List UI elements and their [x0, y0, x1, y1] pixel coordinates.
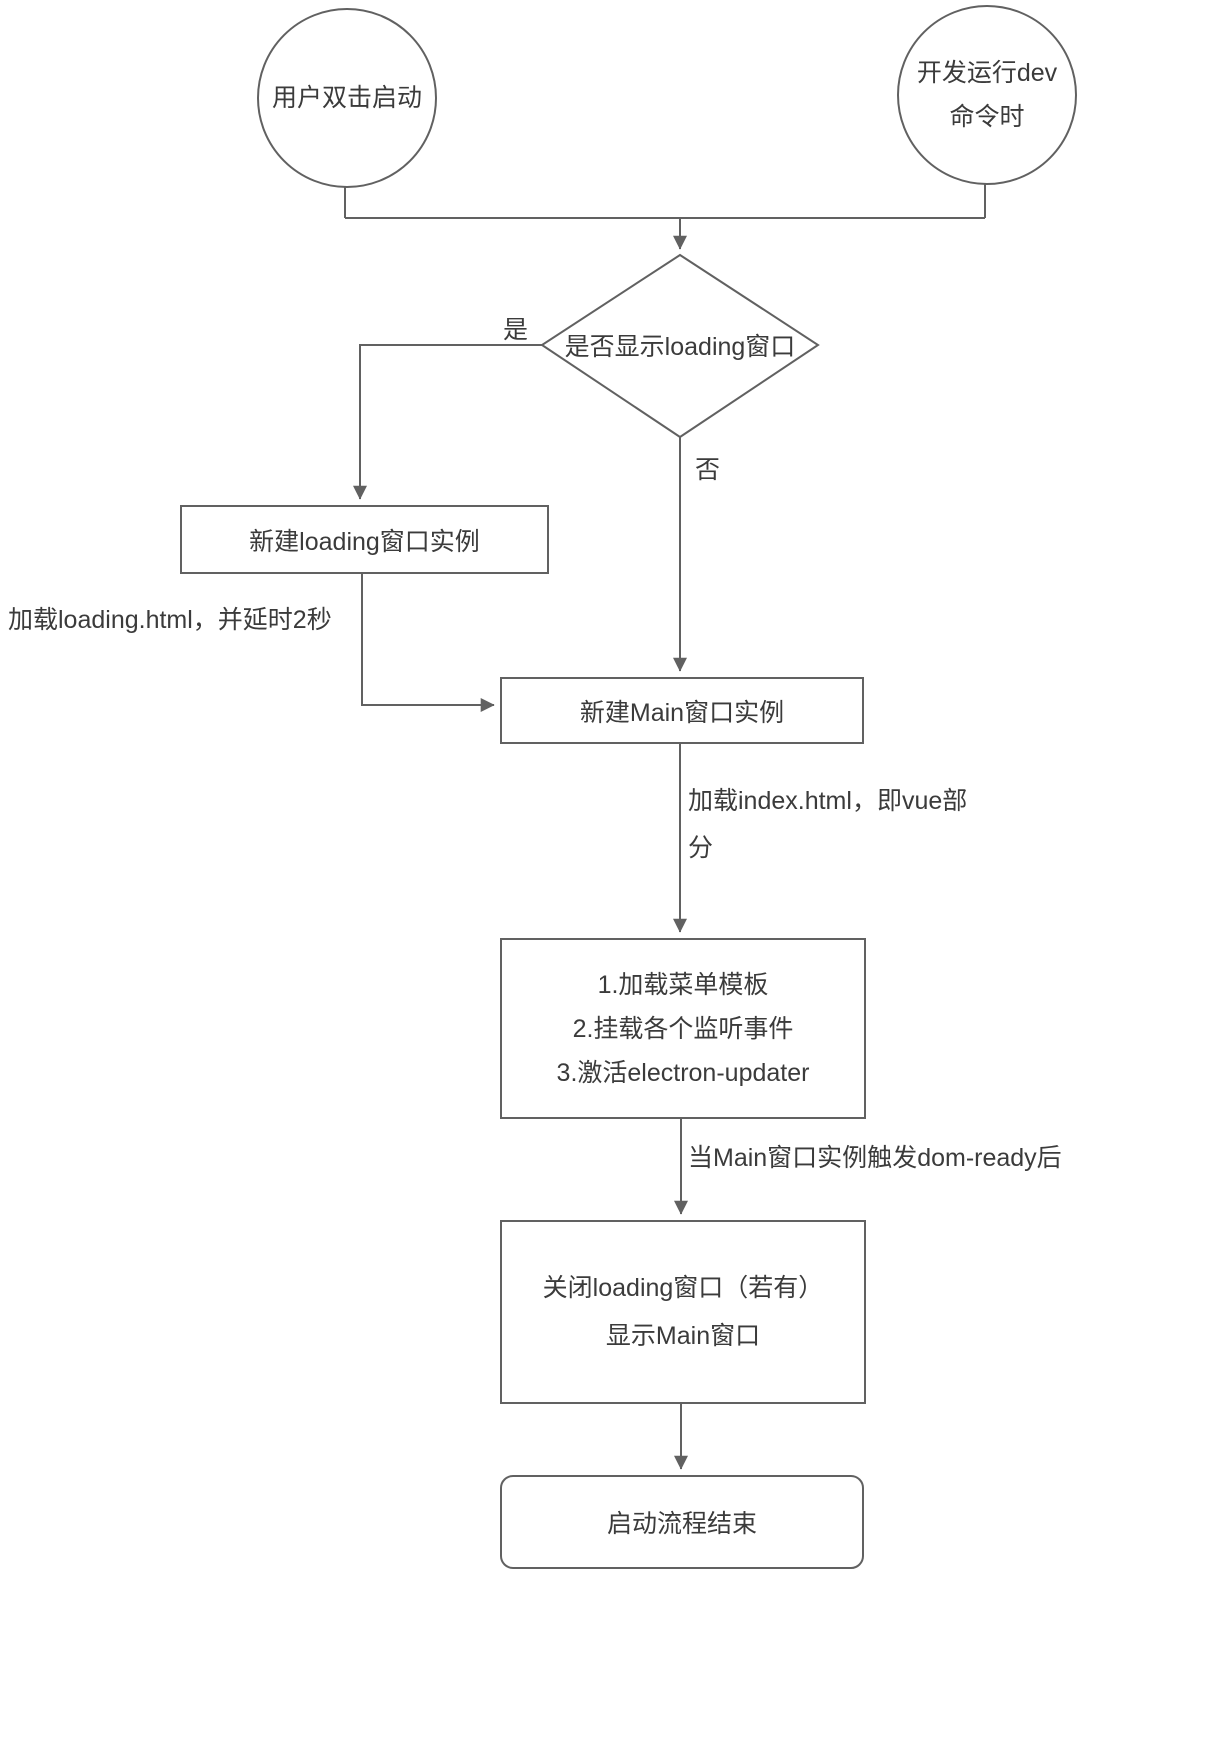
node-label-line2: 显示Main窗口	[605, 1322, 761, 1350]
node-label: 新建loading窗口实例	[249, 527, 480, 556]
node-label: 启动流程结束	[606, 1510, 757, 1538]
node-label: 用户双击启动	[271, 84, 422, 112]
edge-label-yes: 是	[503, 316, 529, 344]
node-init-tasks: 1.加载菜单模板 2.挂载各个监听事件 3.激活electron-updater	[500, 938, 866, 1119]
node-decision-show-loading: 是否显示loading窗口	[540, 321, 820, 369]
node-label: 新建Main窗口实例	[579, 698, 785, 727]
node-label: 是否显示loading窗口	[564, 333, 796, 361]
node-start-user-double-click: 用户双击启动	[257, 8, 437, 188]
edge-yes-branch	[353, 344, 542, 500]
node-label-line1: 1.加载菜单模板	[597, 970, 769, 999]
node-label-line1: 开发运行dev	[916, 59, 1058, 87]
edge-label-load-loading-html: 加载loading.html，并延时2秒	[8, 606, 332, 634]
node-label-line1: 关闭loading窗口（若有）	[542, 1274, 824, 1302]
node-label-line3: 3.激活electron-updater	[556, 1058, 810, 1087]
edge-start-merge-line	[344, 181, 986, 219]
node-close-loading-show-main: 关闭loading窗口（若有） 显示Main窗口	[500, 1220, 866, 1404]
edge-label-load-index-html: 加载index.html，即vue部分	[688, 787, 968, 862]
edge-label-no: 否	[695, 456, 721, 484]
node-end-of-startup: 启动流程结束	[500, 1475, 864, 1569]
node-label-line2: 2.挂载各个监听事件	[572, 1014, 794, 1043]
edge-label-dom-ready: 当Main窗口实例触发dom-ready后	[688, 1144, 1062, 1172]
node-create-main-window: 新建Main窗口实例	[500, 677, 864, 744]
node-create-loading-window: 新建loading窗口实例	[180, 505, 549, 574]
node-label-line2: 命令时	[949, 103, 1025, 131]
edge-loading-to-main	[361, 570, 495, 712]
node-start-dev-command: 开发运行dev 命令时	[897, 5, 1077, 185]
